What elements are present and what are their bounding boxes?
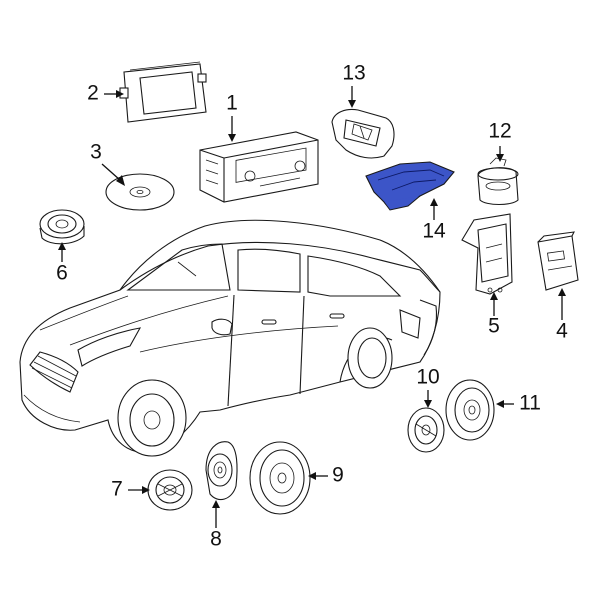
part-7-small-speaker[interactable] — [147, 469, 193, 511]
part-5-amplifier-bracket[interactable] — [461, 213, 513, 295]
callout-7[interactable]: 7 — [111, 478, 123, 501]
callout-12[interactable]: 12 — [488, 120, 511, 143]
part-8-tweeter[interactable] — [205, 441, 238, 501]
part-6-tweeter[interactable] — [39, 209, 85, 245]
callout-14[interactable]: 14 — [422, 220, 446, 243]
callout-labels: 1 2 3 4 5 6 7 8 9 10 11 12 13 14 — [56, 62, 568, 551]
part-12-speaker-housing[interactable] — [477, 157, 519, 206]
callout-9[interactable]: 9 — [332, 464, 344, 487]
callout-3[interactable]: 3 — [90, 141, 102, 164]
car-illustration — [19, 219, 441, 457]
part-14-bracket-highlighted[interactable] — [365, 161, 455, 211]
leader-lines — [58, 86, 566, 528]
callout-2[interactable]: 2 — [87, 82, 99, 105]
part-9-mid-speaker[interactable] — [249, 441, 311, 515]
part-4-control-module[interactable] — [537, 231, 579, 291]
part-11-large-speaker[interactable] — [445, 379, 495, 441]
part-3-cd-disc[interactable] — [105, 173, 175, 211]
callout-10[interactable]: 10 — [416, 366, 439, 389]
callout-4[interactable]: 4 — [556, 320, 568, 343]
part-1-radio-head-unit[interactable] — [199, 131, 319, 203]
callout-5[interactable]: 5 — [488, 315, 500, 338]
callout-8[interactable]: 8 — [210, 528, 222, 551]
part-10-small-speaker[interactable] — [407, 407, 445, 453]
callout-1[interactable]: 1 — [226, 92, 238, 115]
callout-13[interactable]: 13 — [342, 62, 365, 85]
part-2-display-unit[interactable] — [119, 61, 207, 123]
part-13-control-switch[interactable] — [331, 108, 395, 159]
callout-6[interactable]: 6 — [56, 262, 68, 285]
callout-11[interactable]: 11 — [519, 392, 541, 415]
arrowhead — [228, 134, 236, 142]
